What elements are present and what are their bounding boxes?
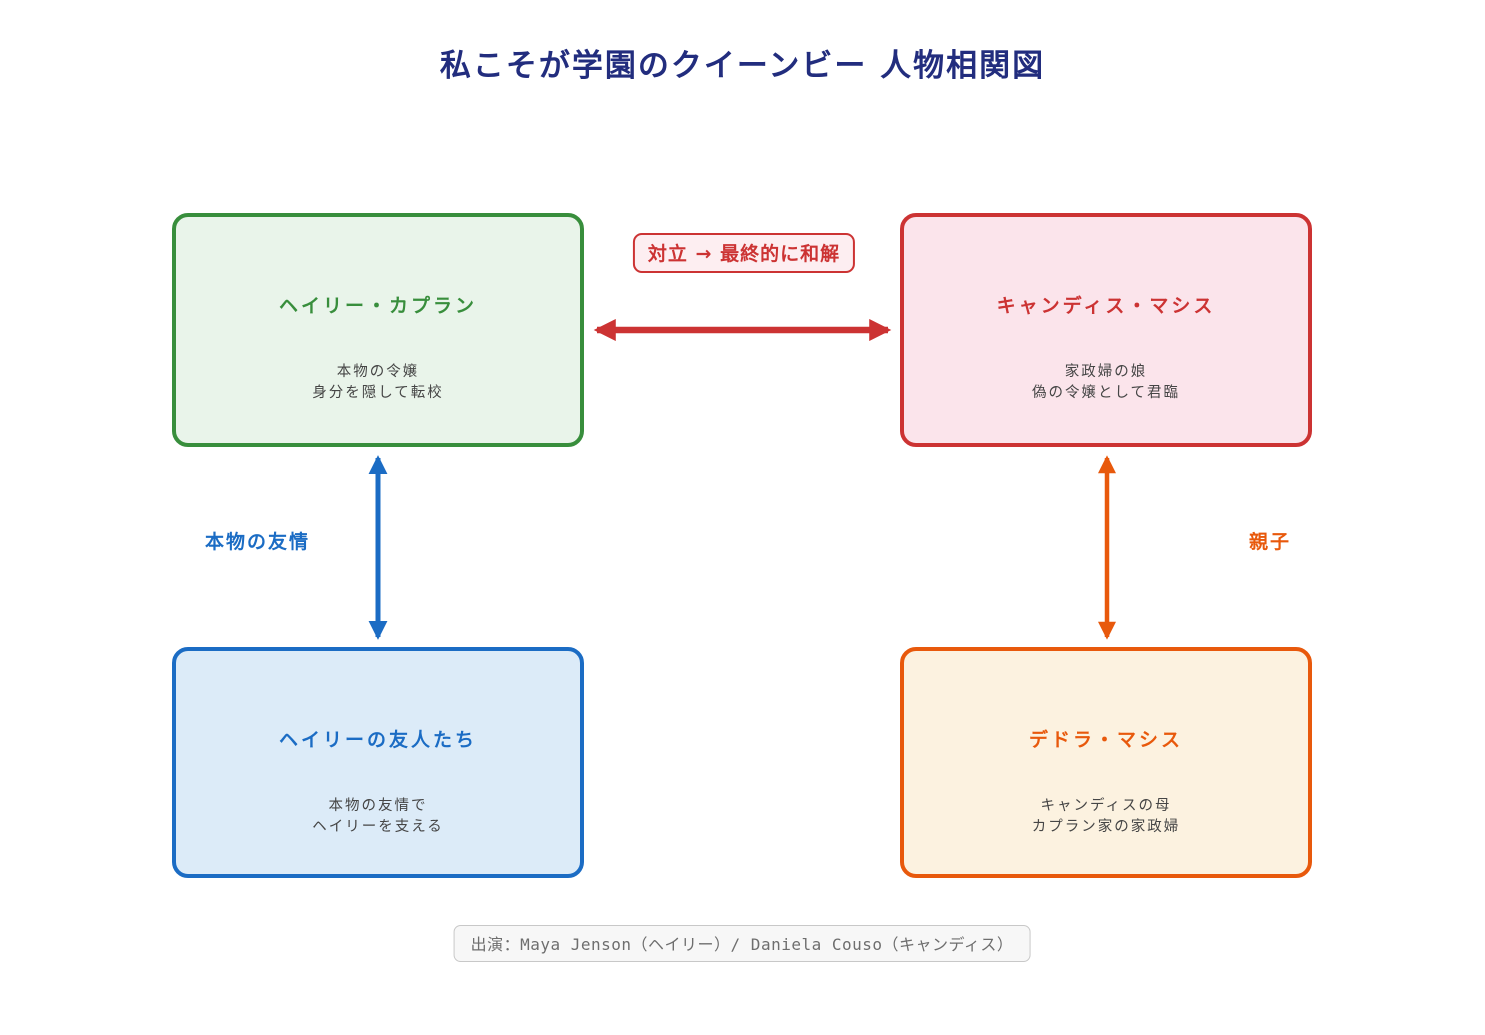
cast-credit-box: 出演：Maya Jenson（ヘイリー）/ Daniela Couso（キャンデ… — [453, 925, 1031, 962]
node-dedra-description: キャンディスの母 カプラン家の家政婦 — [1032, 796, 1181, 838]
node-dedra-name: デドラ・マシス — [1028, 729, 1183, 751]
node-hailey-desc-line1: 本物の令嬢 — [336, 364, 420, 380]
node-candice-mathis: キャンディス・マシス 家政婦の娘 偽の令嬢として君臨 — [900, 213, 1312, 447]
node-candice-name: キャンディス・マシス — [996, 295, 1216, 317]
node-friends-description: 本物の友情で ヘイリーを支える — [312, 796, 444, 838]
node-hailey-description: 本物の令嬢 身分を隠して転校 — [312, 362, 444, 404]
node-hailey-kaplan: ヘイリー・カプラン 本物の令嬢 身分を隠して転校 — [172, 213, 584, 447]
node-candice-desc-line2: 偽の令嬢として君臨 — [1031, 385, 1181, 401]
friendship-edge-label: 本物の友情 — [205, 531, 311, 553]
conflict-edge-label: 対立 → 最終的に和解 — [632, 233, 856, 273]
node-hailey-desc-line2: 身分を隠して転校 — [312, 385, 444, 401]
node-dedra-desc-line1: キャンディスの母 — [1040, 798, 1172, 814]
node-candice-description: 家政婦の娘 偽の令嬢として君臨 — [1032, 362, 1180, 404]
node-candice-desc-line1: 家政婦の娘 — [1064, 364, 1148, 380]
node-friends-desc-line2: ヘイリーを支える — [312, 819, 444, 835]
parent-child-edge-label: 親子 — [1249, 531, 1292, 553]
node-dedra-desc-line2: カプラン家の家政婦 — [1031, 819, 1181, 835]
node-hailey-name: ヘイリー・カプラン — [278, 295, 477, 317]
node-dedra-mathis: デドラ・マシス キャンディスの母 カプラン家の家政婦 — [900, 647, 1312, 878]
diagram-title: 私こそが学園のクイーンビー 人物相関図 — [439, 48, 1046, 84]
node-friends-desc-line1: 本物の友情で — [328, 798, 428, 814]
node-friends-name: ヘイリーの友人たち — [278, 729, 477, 751]
node-hailey-friends: ヘイリーの友人たち 本物の友情で ヘイリーを支える — [172, 647, 584, 878]
